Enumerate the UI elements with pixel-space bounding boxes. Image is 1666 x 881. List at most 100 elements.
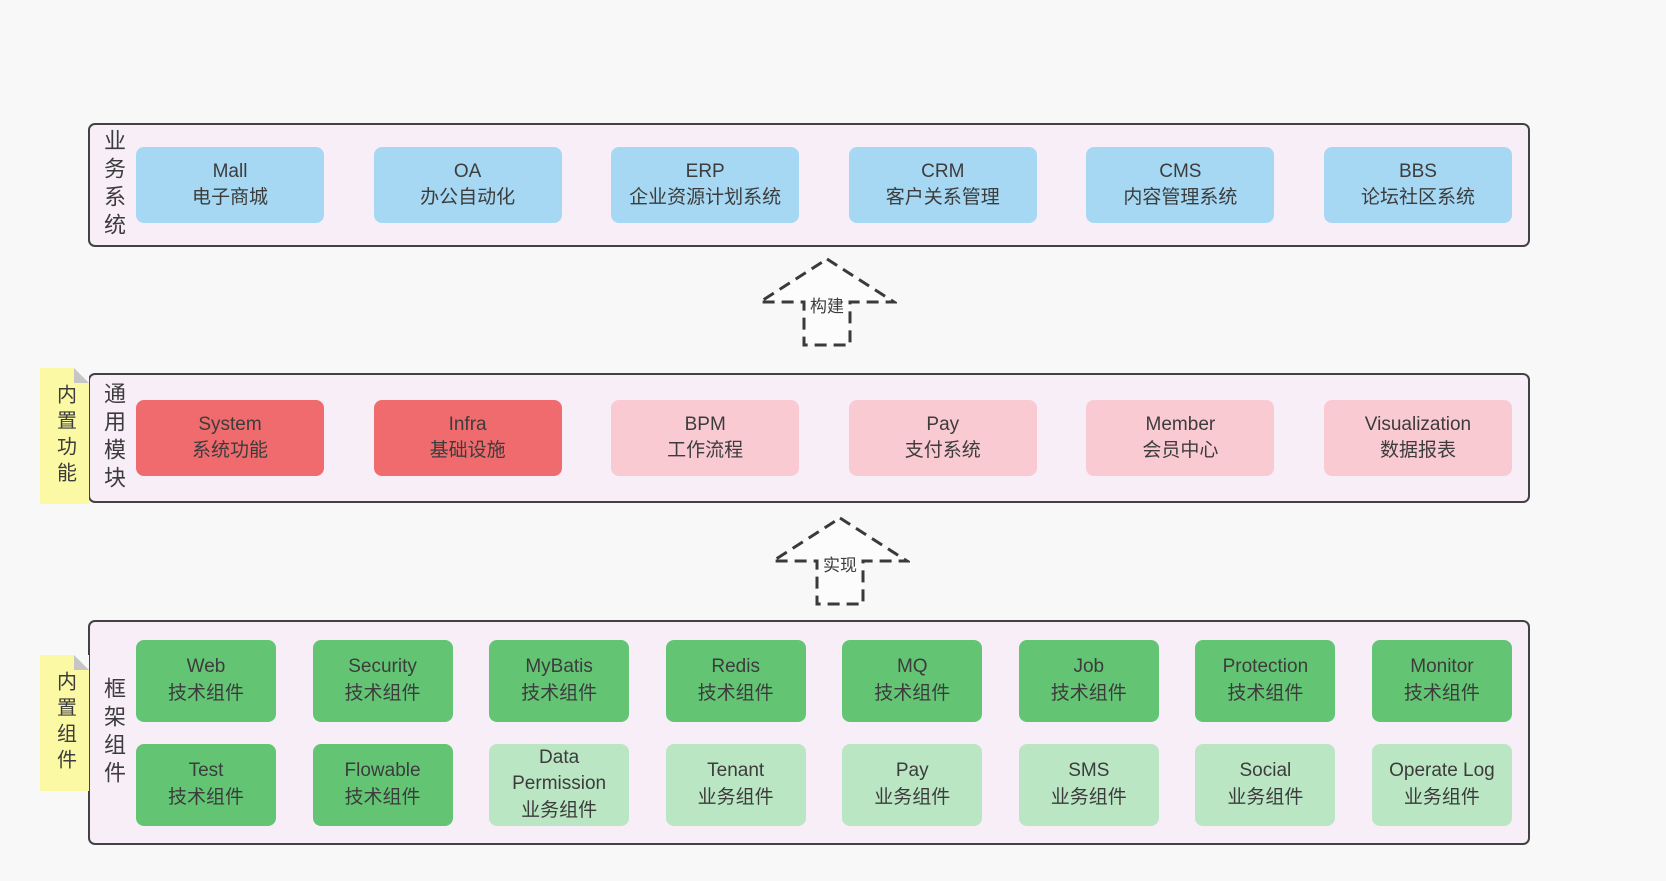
- box-oa: OA 办公自动化: [373, 147, 562, 223]
- arrow-build-label: 构建: [810, 297, 844, 316]
- business-systems-row: Mall 电子商城 OA 办公自动化 ERP 企业资源计划系统 CRM 客户关系管理 CMS 内容…: [136, 147, 1512, 223]
- box-subtitle: 论坛社区系统: [1360, 187, 1475, 208]
- sticky-note-builtin-components: 内置组件: [40, 655, 89, 791]
- box-operate-log: Operate Log 业务组件: [1371, 743, 1512, 826]
- box-subtitle: 企业资源计划系统: [629, 187, 782, 208]
- box-title: Data Permission: [512, 747, 607, 795]
- box-mq: MQ 技术组件: [842, 639, 983, 722]
- box-member: Member 会员中心: [1086, 400, 1275, 476]
- box-subtitle: 工作流程: [667, 440, 744, 461]
- box-security: Security 技术组件: [312, 639, 453, 722]
- box-title: Security: [348, 656, 417, 678]
- box-subtitle: 业务组件: [1227, 786, 1304, 808]
- box-subtitle: 技术组件: [521, 682, 598, 704]
- up-arrow-icon: [770, 516, 910, 606]
- layer-label-common-modules: 通用模块: [101, 382, 126, 494]
- box-title: Job: [1073, 656, 1105, 678]
- box-subtitle: 技术组件: [697, 682, 774, 704]
- box-mall: Mall 电子商城: [136, 147, 324, 223]
- box-title: Mall: [212, 160, 248, 182]
- box-tenant: Tenant 业务组件: [665, 743, 806, 826]
- box-visualization: Visualization 数据报表: [1323, 400, 1512, 476]
- box-subtitle: 技术组件: [874, 682, 951, 704]
- box-bbs: BBS 论坛社区系统: [1323, 147, 1512, 223]
- box-subtitle: 基础设施: [429, 440, 506, 461]
- arrow-implement: 实现: [770, 515, 910, 607]
- box-sms: SMS 业务组件: [1018, 743, 1159, 826]
- sticky-note-label: 内置功能: [53, 384, 76, 488]
- box-title: OA: [453, 160, 482, 182]
- box-subtitle: 会员中心: [1142, 440, 1219, 461]
- common-modules-row: System 系统功能 Infra 基础设施 BPM 工作流程 Pay 支付系统 Member 会…: [136, 400, 1512, 476]
- box-title: Pay: [895, 760, 929, 782]
- box-flowable: Flowable 技术组件: [312, 743, 453, 826]
- box-infra: Infra 基础设施: [373, 400, 562, 476]
- box-title: Redis: [711, 656, 760, 678]
- up-arrow-icon: [757, 257, 897, 347]
- box-title: CMS: [1159, 160, 1202, 182]
- box-subtitle: 技术组件: [344, 786, 421, 808]
- box-subtitle: 技术组件: [344, 682, 421, 704]
- box-subtitle: 系统功能: [191, 440, 268, 461]
- box-bpm: BPM 工作流程: [611, 400, 800, 476]
- box-subtitle: 业务组件: [521, 799, 598, 821]
- box-title: Pay: [926, 413, 960, 435]
- box-subtitle: 业务组件: [874, 786, 951, 808]
- box-subtitle: 数据报表: [1379, 440, 1456, 461]
- box-crm: CRM 客户关系管理: [848, 147, 1037, 223]
- box-subtitle: 技术组件: [1403, 682, 1480, 704]
- box-subtitle: 技术组件: [167, 682, 244, 704]
- box-title: Social: [1239, 760, 1292, 782]
- arrow-build: 构建: [757, 256, 897, 348]
- arrow-implement-label: 实现: [823, 556, 857, 575]
- box-title: Test: [188, 760, 224, 782]
- box-cms: CMS 内容管理系统: [1086, 147, 1275, 223]
- box-subtitle: 电子商城: [191, 187, 268, 208]
- box-title: SMS: [1068, 760, 1110, 782]
- box-subtitle: 业务组件: [1050, 786, 1127, 808]
- sticky-note-label: 内置组件: [53, 671, 76, 775]
- box-title: MyBatis: [525, 656, 593, 678]
- box-title: Tenant: [707, 760, 765, 782]
- layer-label-framework-components: 框架组件: [101, 676, 126, 789]
- box-subtitle: 技术组件: [1050, 682, 1127, 704]
- box-title: CRM: [921, 160, 965, 182]
- box-subtitle: 内容管理系统: [1123, 187, 1238, 208]
- box-title: Visualization: [1364, 413, 1472, 435]
- box-title: MQ: [896, 656, 928, 678]
- box-title: Monitor: [1410, 656, 1474, 678]
- box-title: BPM: [684, 413, 726, 435]
- box-subtitle: 业务组件: [1403, 786, 1480, 808]
- box-redis: Redis 技术组件: [665, 639, 806, 722]
- box-pay: Pay 支付系统: [848, 400, 1037, 476]
- box-title: Flowable: [344, 760, 421, 782]
- layer-common-modules: 通用模块 System 系统功能 Infra 基础设施 BPM 工作流程 Pay 支付系统 Me…: [88, 373, 1530, 503]
- box-subtitle: 客户关系管理: [885, 187, 1000, 208]
- sticky-note-builtin-features: 内置功能: [40, 368, 89, 504]
- box-title: Protection: [1222, 656, 1309, 678]
- box-title: Member: [1145, 413, 1216, 435]
- box-data-permission: Data Permission 业务组件: [489, 743, 630, 826]
- box-title: Web: [186, 656, 226, 678]
- box-system: System 系统功能: [136, 400, 324, 476]
- box-title: Infra: [448, 413, 487, 435]
- box-subtitle: 支付系统: [904, 440, 981, 461]
- box-title: ERP: [685, 160, 725, 182]
- box-mybatis: MyBatis 技术组件: [489, 639, 630, 722]
- box-erp: ERP 企业资源计划系统: [611, 147, 800, 223]
- box-subtitle: 业务组件: [697, 786, 774, 808]
- box-subtitle: 办公自动化: [420, 187, 516, 208]
- box-title: Operate Log: [1389, 760, 1495, 782]
- box-title: BBS: [1398, 160, 1437, 182]
- box-pay: Pay 业务组件: [842, 743, 983, 826]
- box-web: Web 技术组件: [136, 639, 276, 722]
- box-title: System: [198, 413, 262, 435]
- box-job: Job 技术组件: [1018, 639, 1159, 722]
- box-social: Social 业务组件: [1195, 743, 1336, 826]
